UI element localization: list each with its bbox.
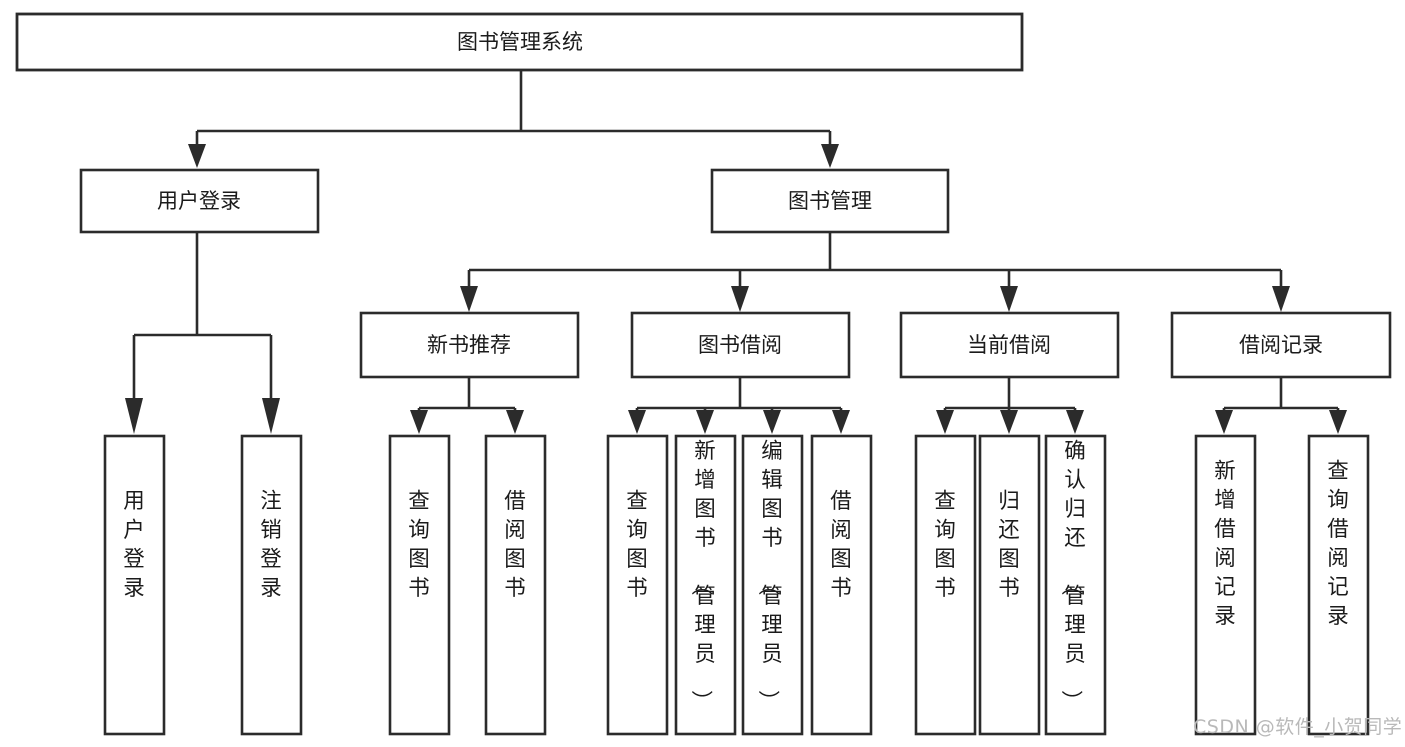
node-leaf-edit-book-box[interactable]	[741, 434, 804, 736]
arrowhead-leaf-query-book-2	[628, 410, 646, 434]
node-leaf-borrow-book-2[interactable]: 借阅图书	[810, 434, 873, 736]
node-new-book-recommend-label: 新书推荐	[427, 333, 511, 357]
arrowhead-user-login	[188, 144, 206, 168]
node-new-book-recommend-box[interactable]	[359, 311, 580, 379]
node-borrow-record[interactable]: 借阅记录	[1170, 311, 1392, 379]
node-leaf-user-login[interactable]: 用户登录	[103, 434, 166, 736]
arrowhead-leaf-query-record	[1329, 410, 1347, 434]
node-leaf-add-record[interactable]: 新增借阅记录	[1194, 434, 1257, 736]
node-leaf-query-book-3[interactable]: 查询图书	[914, 434, 977, 736]
node-borrow-record-box[interactable]	[1170, 311, 1392, 379]
node-leaf-query-record[interactable]: 查询借阅记录	[1307, 434, 1370, 736]
node-user-login-box[interactable]	[79, 168, 320, 234]
node-leaf-query-book-2-label: 查询图书	[626, 489, 648, 601]
node-leaf-confirm-return[interactable]: 确认归还（管理员）	[1044, 434, 1107, 736]
node-leaf-edit-book[interactable]: 编辑图书（管理员）	[741, 434, 804, 736]
arrowhead-leaf-logout-login	[262, 398, 280, 434]
node-leaf-return-book-label: 归还图书	[998, 489, 1020, 601]
node-book-manage-label: 图书管理	[788, 189, 872, 213]
node-book-borrow-label: 图书借阅	[698, 333, 782, 357]
arrowhead-leaf-return-book	[1000, 410, 1018, 434]
node-leaf-add-book-label: 新增图书（管理员）	[688, 439, 716, 712]
arrowhead-current-borrow	[1000, 286, 1018, 312]
arrowhead-new-book-recommend	[460, 286, 478, 312]
node-book-manage-box[interactable]	[710, 168, 950, 234]
node-leaf-query-record-box[interactable]	[1307, 434, 1370, 736]
node-leaf-confirm-return-label: 确认归还（管理员）	[1058, 439, 1086, 712]
node-leaf-edit-book-label: 编辑图书（管理员）	[755, 439, 783, 712]
node-leaf-query-book-3-label: 查询图书	[934, 489, 956, 601]
node-leaf-add-record-label: 新增借阅记录	[1214, 459, 1236, 629]
arrowhead-leaf-query-book-1	[410, 410, 428, 434]
node-leaf-query-book-2-box[interactable]	[606, 434, 669, 736]
node-root[interactable]: 图书管理系统	[15, 12, 1024, 72]
node-user-login[interactable]: 用户登录	[79, 168, 320, 234]
node-leaf-query-book-2[interactable]: 查询图书	[606, 434, 669, 736]
node-leaf-query-book-1-label: 查询图书	[408, 489, 430, 601]
node-current-borrow-label: 当前借阅	[967, 333, 1051, 357]
node-leaf-borrow-book-2-label: 借阅图书	[830, 489, 852, 601]
arrowhead-book-borrow	[731, 286, 749, 312]
arrowhead-leaf-user-login	[125, 398, 143, 434]
arrowhead-leaf-confirm-return	[1066, 410, 1084, 434]
node-leaf-add-book-box[interactable]	[674, 434, 737, 736]
arrowhead-borrow-record	[1272, 286, 1290, 312]
node-leaf-query-book-3-box[interactable]	[914, 434, 977, 736]
csdn-watermark: CSDN @软件_小贺同学	[1193, 716, 1402, 738]
arrowhead-leaf-add-record	[1215, 410, 1233, 434]
node-leaf-add-book[interactable]: 新增图书（管理员）	[674, 434, 737, 736]
node-root-label: 图书管理系统	[457, 30, 583, 54]
node-leaf-borrow-book-1[interactable]: 借阅图书	[484, 434, 547, 736]
node-leaf-logout-login-label: 注销登录	[260, 489, 282, 601]
arrowhead-leaf-borrow-book-2	[832, 410, 850, 434]
node-root-box[interactable]	[15, 12, 1024, 72]
node-current-borrow-box[interactable]	[899, 311, 1120, 379]
node-leaf-borrow-book-1-box[interactable]	[484, 434, 547, 736]
node-leaf-query-book-1[interactable]: 查询图书	[388, 434, 451, 736]
node-leaf-user-login-label: 用户登录	[123, 489, 145, 601]
node-leaf-borrow-book-1-label: 借阅图书	[504, 489, 526, 601]
node-leaf-user-login-box[interactable]	[103, 434, 166, 736]
node-leaf-add-record-box[interactable]	[1194, 434, 1257, 736]
node-leaf-return-book-box[interactable]	[978, 434, 1041, 736]
node-book-manage[interactable]: 图书管理	[710, 168, 950, 234]
node-leaf-borrow-book-2-box[interactable]	[810, 434, 873, 736]
node-user-login-label: 用户登录	[157, 189, 241, 213]
node-book-borrow-box[interactable]	[630, 311, 851, 379]
arrowhead-leaf-borrow-book-1	[506, 410, 524, 434]
node-leaf-logout-login[interactable]: 注销登录	[240, 434, 303, 736]
node-book-borrow[interactable]: 图书借阅	[630, 311, 851, 379]
node-borrow-record-label: 借阅记录	[1239, 333, 1323, 357]
node-leaf-query-record-label: 查询借阅记录	[1327, 459, 1349, 629]
node-leaf-confirm-return-box[interactable]	[1044, 434, 1107, 736]
node-leaf-logout-login-box[interactable]	[240, 434, 303, 736]
node-new-book-recommend[interactable]: 新书推荐	[359, 311, 580, 379]
connector-group	[125, 70, 1347, 434]
arrowhead-leaf-add-book	[696, 410, 714, 434]
node-leaf-query-book-1-box[interactable]	[388, 434, 451, 736]
arrowhead-leaf-query-book-3	[936, 410, 954, 434]
node-leaf-return-book[interactable]: 归还图书	[978, 434, 1041, 736]
arrowhead-book-manage	[821, 144, 839, 168]
node-current-borrow[interactable]: 当前借阅	[899, 311, 1120, 379]
arrowhead-leaf-edit-book	[763, 410, 781, 434]
